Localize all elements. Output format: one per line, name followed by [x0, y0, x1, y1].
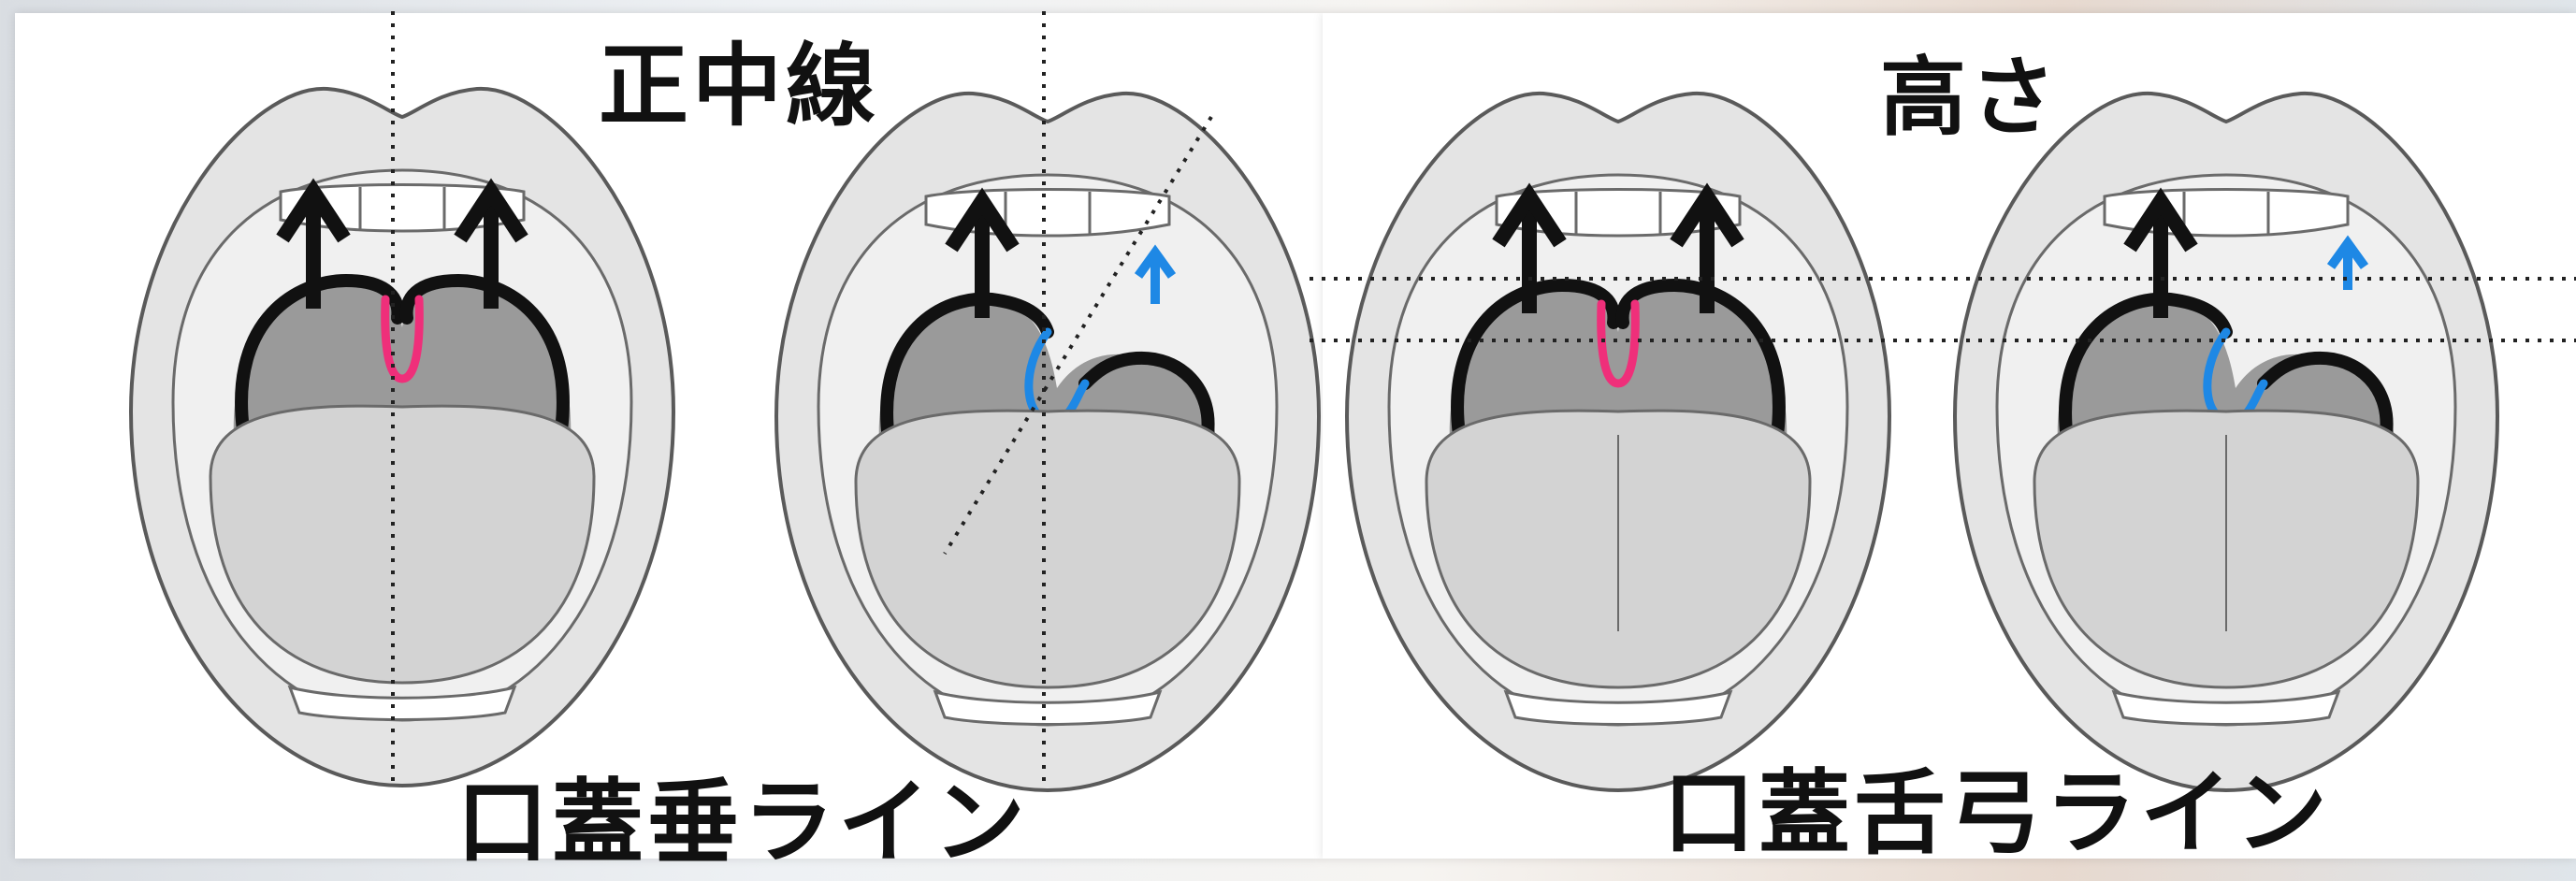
- panel-title-height: 高さ: [1880, 28, 2060, 152]
- caption-palatoglossal-arch-line: 口蓋舌弓ライン: [1663, 739, 2331, 872]
- mouth-diagram-3: [1347, 94, 1889, 790]
- mouth-diagrams: [0, 0, 2576, 859]
- mouth-diagram-1: [131, 89, 673, 786]
- caption-uvula-line: 口蓋垂ライン: [456, 748, 1029, 881]
- mouth-diagram-4: [1955, 94, 2497, 790]
- mouth-diagram-2: [776, 94, 1319, 790]
- panel-title-midline: 正中線: [599, 13, 879, 143]
